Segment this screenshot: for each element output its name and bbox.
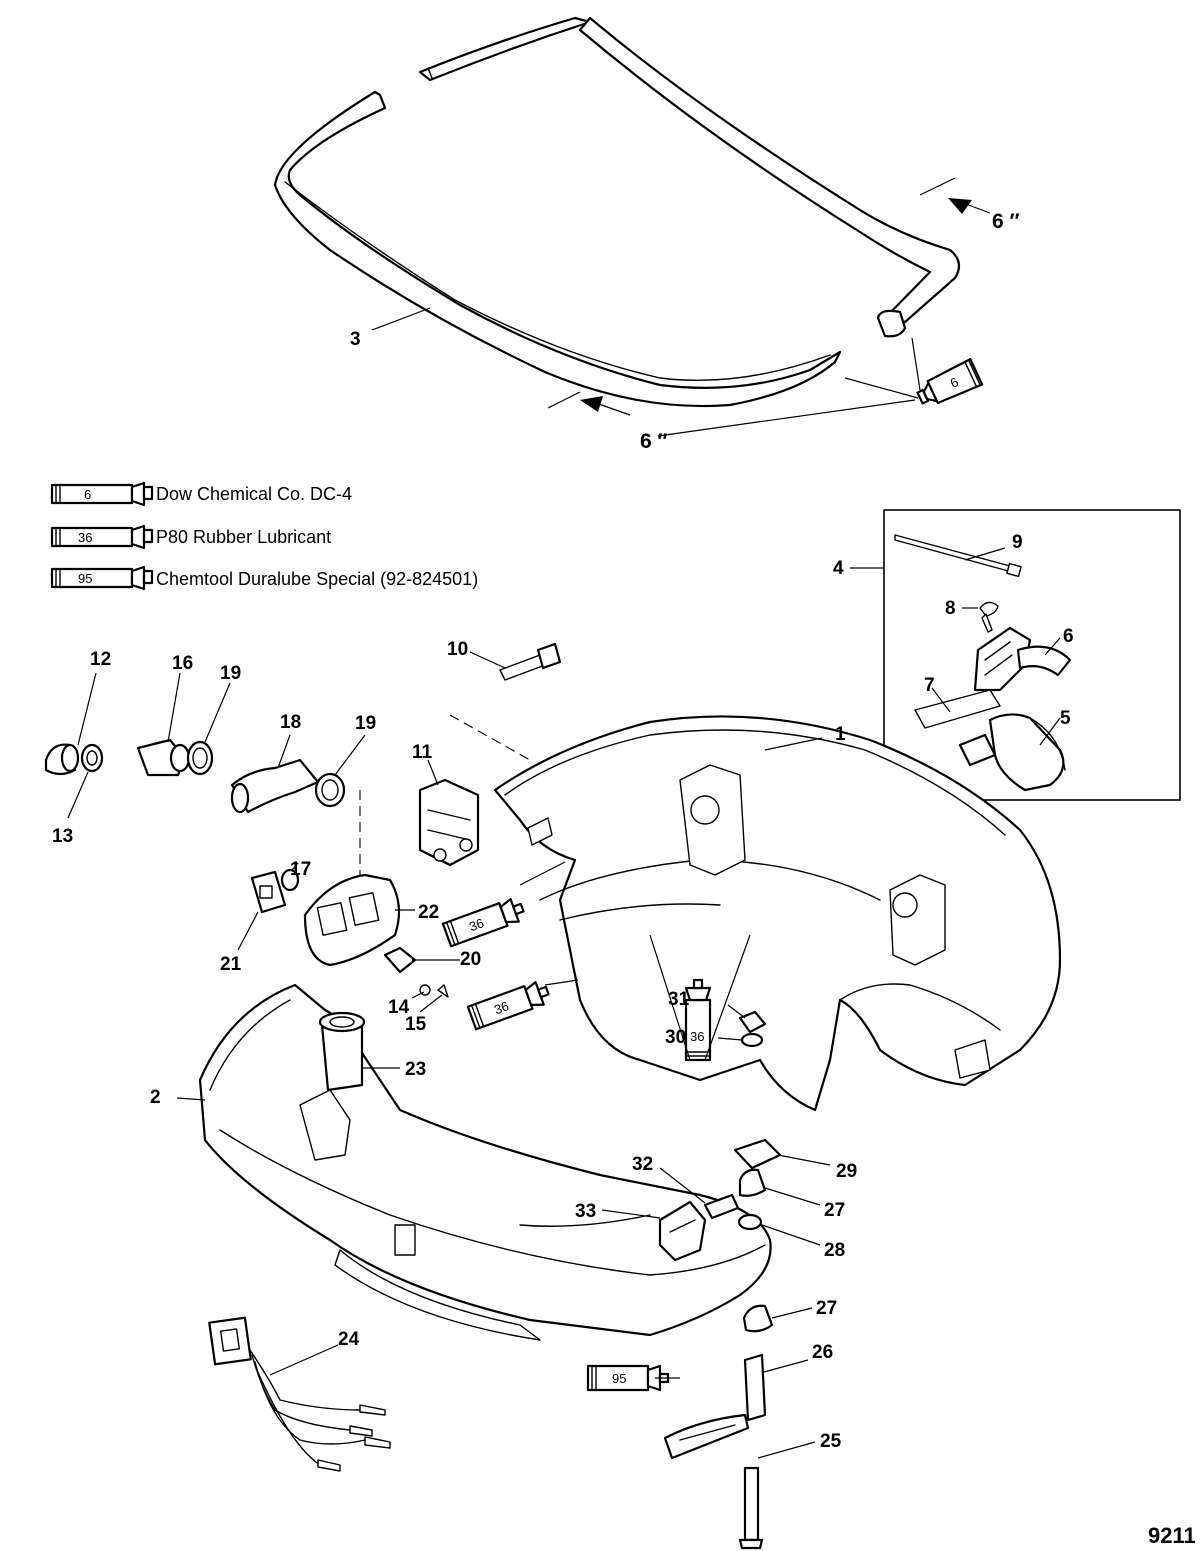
legend-text-6: Dow Chemical Co. DC-4 <box>156 484 352 504</box>
sleeve-23 <box>318 1011 366 1092</box>
callout-14: 14 <box>388 997 410 1018</box>
callout-3: 3 <box>350 329 361 350</box>
callout-19: 19 <box>220 663 241 684</box>
callout-4: 4 <box>833 558 844 579</box>
figure-id: 9211 <box>1148 1523 1196 1548</box>
callout-10: 10 <box>447 639 468 660</box>
tube-36-vertical-icon: 36 <box>684 978 712 1062</box>
washer-17 <box>280 868 300 892</box>
callout-15: 15 <box>405 1014 427 1035</box>
callout-19b: 19 <box>355 713 376 734</box>
fitting-12-13 <box>44 743 104 776</box>
legend-code-36: 36 <box>78 530 92 545</box>
cowl-seal <box>273 16 961 408</box>
handle-26 <box>663 1353 767 1460</box>
dimension-label-right: 6 ″ <box>992 210 1020 233</box>
callout-33: 33 <box>575 1201 596 1222</box>
callout-9: 9 <box>1012 532 1023 553</box>
leader-lines <box>67 307 1061 1459</box>
legend-code-6: 6 <box>84 487 91 502</box>
legend-text-36: P80 Rubber Lubricant <box>156 527 331 547</box>
legend-text-95: Chemtool Duralube Special (92-824501) <box>156 569 478 589</box>
callout-31: 31 <box>668 989 690 1010</box>
callout-16: 16 <box>172 653 193 674</box>
callout-1: 1 <box>835 724 846 745</box>
bracket-11 <box>418 778 480 867</box>
legend-tube-6-icon: 6 <box>50 481 154 507</box>
callout-numbers: 1 2 3 4 5 6 7 8 9 10 11 12 13 14 15 16 1… <box>52 329 1074 1452</box>
callout-28: 28 <box>824 1240 845 1261</box>
callout-23: 23 <box>405 1059 426 1080</box>
tube-code-upper-a: 36 <box>467 915 486 934</box>
callout-32: 32 <box>632 1154 653 1175</box>
screw-10 <box>499 642 562 681</box>
callout-25: 25 <box>820 1431 842 1452</box>
callout-12: 12 <box>90 649 111 670</box>
callout-22: 22 <box>418 902 439 923</box>
wiring-harness-24 <box>208 1316 391 1472</box>
tube-code-handle: 95 <box>612 1371 626 1386</box>
callout-8: 8 <box>945 598 956 619</box>
panel-22 <box>303 873 401 967</box>
tube-36-lower-icon: 36 <box>466 980 550 1031</box>
clamp-19b <box>314 772 346 808</box>
callout-7: 7 <box>924 675 935 696</box>
grommet-16 <box>136 738 191 777</box>
fitting-20 <box>383 946 449 998</box>
callout-11: 11 <box>412 742 433 763</box>
callout-20: 20 <box>460 949 481 970</box>
callout-27b: 27 <box>816 1298 837 1319</box>
latch-hardware <box>658 1010 782 1333</box>
legend-tube-95-icon: 95 <box>50 565 154 591</box>
tube-6-icon: 6 <box>916 358 984 405</box>
callout-26: 26 <box>812 1342 833 1363</box>
hose-18 <box>230 758 320 814</box>
legend-tube-36-icon: 36 <box>50 524 154 550</box>
dimension-label-bottom: 6 ″ <box>640 430 668 453</box>
pin-25 <box>738 1466 764 1550</box>
callout-27: 27 <box>824 1200 845 1221</box>
latch-kit-inset <box>850 509 1181 801</box>
callout-29: 29 <box>836 1161 857 1182</box>
callout-17: 17 <box>290 859 311 880</box>
clamp-19 <box>186 740 214 776</box>
callout-2: 2 <box>150 1087 161 1108</box>
switch-21 <box>250 870 287 914</box>
callout-5: 5 <box>1060 708 1071 729</box>
callout-13: 13 <box>52 826 73 847</box>
callout-18: 18 <box>280 712 301 733</box>
legend-code-95: 95 <box>78 571 92 586</box>
tube-code-cowl-center: 36 <box>690 1029 704 1044</box>
callout-24: 24 <box>338 1329 360 1350</box>
tube-code-upper-b: 36 <box>492 998 511 1017</box>
seal-dimension-marks: 6 ″ 6 ″ <box>547 177 1020 453</box>
callout-21: 21 <box>220 954 242 975</box>
callout-30: 30 <box>665 1027 686 1048</box>
tube-36-upper-icon: 36 <box>441 897 525 948</box>
upper-cowl-half <box>493 715 1062 1112</box>
sealant-legend: 6 Dow Chemical Co. DC-4 36 P80 Rubber Lu… <box>50 481 478 591</box>
callout-6: 6 <box>1063 626 1074 647</box>
